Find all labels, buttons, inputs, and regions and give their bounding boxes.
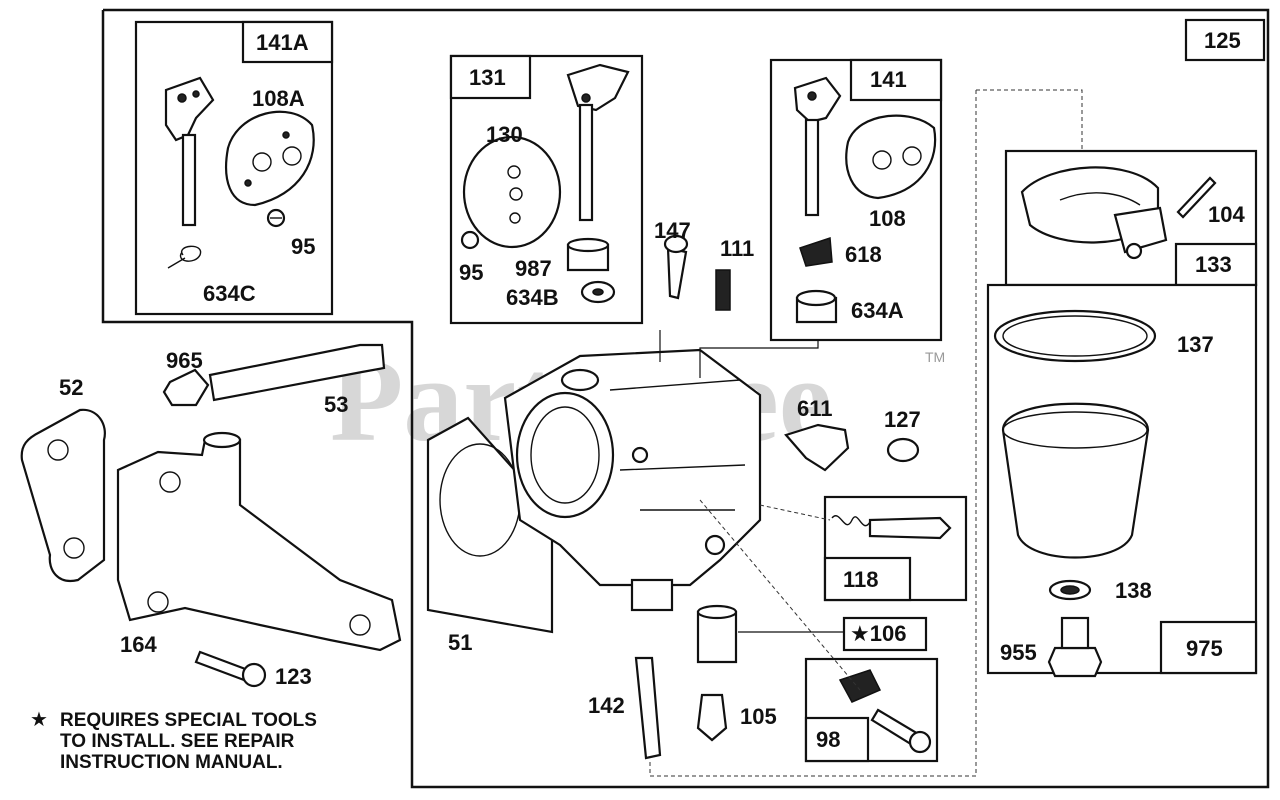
part-label-987: 987 (515, 256, 552, 281)
svg-text:133: 133 (1195, 252, 1232, 277)
part-label-138: 138 (1115, 578, 1152, 603)
part-label-105: 105 (740, 704, 777, 729)
part-label-147: 147 (654, 218, 691, 243)
part-label-108A: 108A (252, 86, 305, 111)
kit-box-133: 133 104 (1004, 149, 1258, 287)
part-label-611: 611 (797, 396, 833, 421)
trademark: TM (925, 349, 945, 365)
svg-text:141: 141 (870, 67, 907, 92)
part-label-52: 52 (59, 375, 83, 400)
part-label-95-b: 95 (459, 260, 483, 285)
kit-box-141A: 141A 108A 95 634C (134, 20, 334, 316)
leader-lines (649, 89, 1083, 777)
part-label-95-a: 95 (291, 234, 315, 259)
part-label-104: 104 (1208, 202, 1245, 227)
kit-box-106: ★106 (842, 616, 928, 652)
svg-text:975: 975 (1186, 636, 1223, 661)
part-label-108: 108 (869, 206, 906, 231)
outer-frame (101, 8, 1270, 789)
part-label-164: 164 (120, 632, 157, 657)
svg-text:131: 131 (469, 65, 506, 90)
kit-box-131: 131 130 95 987 634B (449, 54, 644, 325)
svg-text:118: 118 (843, 567, 879, 592)
part-label-53: 53 (324, 392, 348, 417)
kit-box-141: 141 108 618 634A (769, 58, 943, 342)
kit-box-125: 125 (1184, 18, 1266, 62)
part-label-123: 123 (275, 664, 312, 689)
special-tools-note: ★ REQUIRES SPECIAL TOOLS TO INSTALL. SEE… (30, 709, 410, 774)
part-label-634B: 634B (506, 285, 559, 310)
kit-box-975: 975 137 138 955 (986, 283, 1258, 678)
note-line-1: REQUIRES SPECIAL TOOLS (60, 710, 317, 731)
part-label-634A: 634A (851, 298, 904, 323)
part-label-634C: 634C (203, 281, 256, 306)
part-label-137: 137 (1177, 332, 1214, 357)
part-label-142: 142 (588, 693, 625, 718)
part-label-618: 618 (845, 242, 882, 267)
part-label-955: 955 (1000, 640, 1037, 665)
svg-text:98: 98 (816, 727, 840, 752)
part-label-127: 127 (884, 407, 921, 432)
kit-box-118: 118 (823, 495, 968, 602)
part-label-965: 965 (166, 348, 203, 373)
part-label-51: 51 (448, 630, 472, 655)
note-line-3: INSTRUCTION MANUAL. (60, 752, 283, 773)
svg-text:★106: ★106 (850, 621, 906, 646)
carburetor-body: 147 111 611 127 51 142 105 (426, 218, 921, 760)
part-label-111: 111 (720, 236, 754, 261)
intake-assembly: 965 52 53 164 123 (20, 343, 402, 689)
svg-text:141A: 141A (256, 30, 309, 55)
note-line-2: TO INSTALL. SEE REPAIR (60, 731, 295, 752)
star-icon: ★ (30, 709, 48, 731)
kit-box-98: 98 (804, 657, 939, 763)
part-label-130: 130 (486, 122, 523, 147)
svg-text:125: 125 (1204, 28, 1241, 53)
